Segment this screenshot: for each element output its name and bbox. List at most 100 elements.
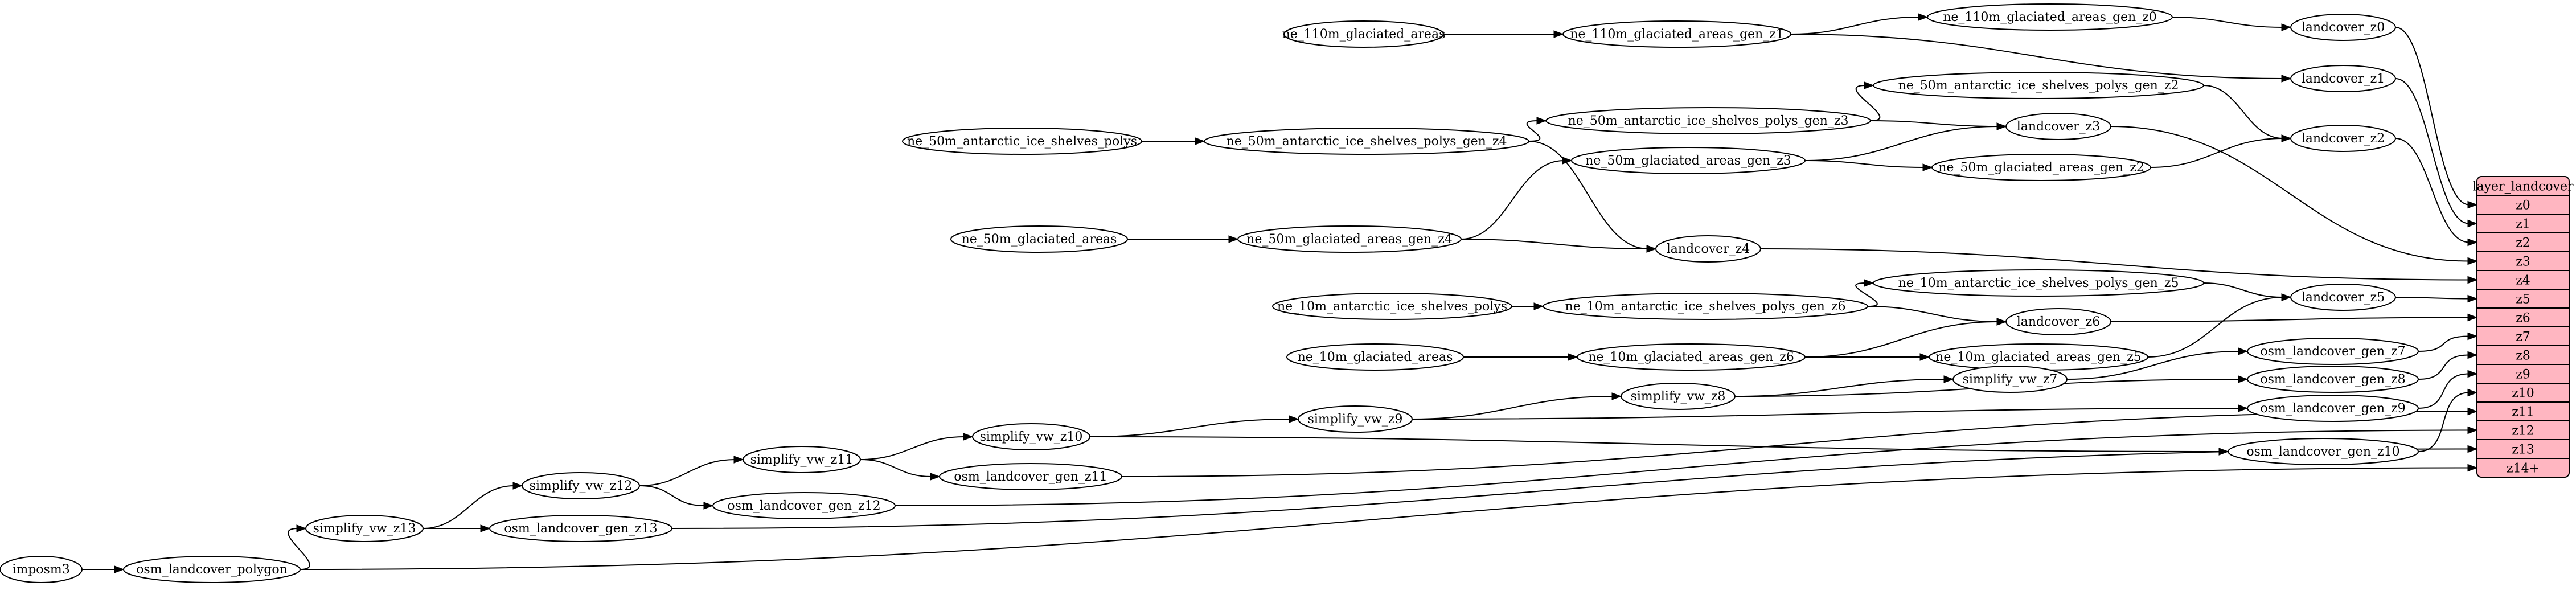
node-label: landcover_z6 bbox=[2017, 315, 2101, 329]
arrowhead-icon bbox=[2467, 238, 2478, 247]
edge-osm_z12-to-z12 bbox=[895, 426, 2478, 506]
edge-line bbox=[860, 436, 965, 460]
edge-line bbox=[1870, 120, 1999, 127]
node-lc_z6: landcover_z6 bbox=[2005, 308, 2111, 335]
edge-line bbox=[1804, 126, 1999, 161]
node-ellipse bbox=[2290, 14, 2396, 41]
record-field-z12: z12 bbox=[2512, 424, 2534, 438]
node-label: ne_10m_glaciated_areas_gen_z6 bbox=[1588, 350, 1794, 364]
node-osm_z8: osm_landcover_gen_z8 bbox=[2247, 366, 2419, 393]
arrowhead-icon bbox=[2467, 351, 2478, 359]
node-svw_z10: simplify_vw_z10 bbox=[972, 423, 1090, 450]
edge-ne50_glac-to-ne50_glac_z4 bbox=[1127, 235, 1239, 243]
node-osm_z7: osm_landcover_gen_z7 bbox=[2247, 338, 2419, 365]
node-ellipse bbox=[2247, 338, 2419, 365]
node-label: ne_50m_glaciated_areas bbox=[962, 232, 1117, 247]
edge-ne50_glac_z4-to-ne50_glac_z3 bbox=[1461, 157, 1573, 240]
arrowhead-icon bbox=[1568, 353, 1578, 361]
node-ne50_ant_z2: ne_50m_antarctic_ice_shelves_polys_gen_z… bbox=[1873, 72, 2204, 99]
node-label: landcover_z3 bbox=[2017, 120, 2101, 134]
edge-line bbox=[300, 467, 2470, 570]
node-lc_z1: landcover_z1 bbox=[2290, 65, 2396, 92]
edge-line bbox=[860, 459, 932, 477]
edge-ne10_glac_z6-to-lc_z6 bbox=[1804, 318, 2007, 358]
node-ne10_ant_z6: ne_10m_antarctic_ice_shelves_polys_gen_z… bbox=[1543, 293, 1868, 320]
edge-lc_z6-to-z6 bbox=[2110, 313, 2478, 322]
arrowhead-icon bbox=[1943, 375, 1954, 383]
node-osm_z12: osm_landcover_gen_z12 bbox=[712, 492, 896, 519]
edge-ne110_glac-to-ne110_glac_z1 bbox=[1443, 30, 1564, 38]
node-label: ne_10m_glaciated_areas_gen_z5 bbox=[1935, 350, 2142, 364]
arrowhead-icon bbox=[2238, 375, 2249, 383]
node-label: imposm3 bbox=[12, 563, 69, 577]
arrowhead-icon bbox=[512, 482, 523, 490]
edge-lc_z4-to-z4 bbox=[1760, 248, 2478, 284]
node-label: osm_landcover_polygon bbox=[136, 563, 288, 577]
node-label: ne_10m_antarctic_ice_shelves_polys_gen_z… bbox=[1898, 276, 2179, 290]
arrowhead-icon bbox=[2281, 75, 2292, 83]
edge-ne50_ant_z2-to-lc_z2 bbox=[2203, 85, 2292, 142]
edge-line bbox=[2395, 138, 2470, 243]
node-ellipse bbox=[2290, 65, 2396, 92]
node-label: landcover_z4 bbox=[1667, 242, 1750, 256]
node-ellipse bbox=[2005, 308, 2111, 335]
edge-line bbox=[671, 448, 2470, 529]
arrowhead-icon bbox=[2238, 404, 2249, 412]
node-ellipse bbox=[2228, 438, 2419, 465]
arrowhead-icon bbox=[2467, 219, 2478, 228]
node-label: osm_landcover_gen_z7 bbox=[2260, 345, 2405, 359]
edge-line bbox=[1089, 419, 1291, 437]
edge-ne50_ant_z3-to-ne50_ant_z2 bbox=[1855, 81, 1881, 121]
record-field-z11: z11 bbox=[2512, 405, 2534, 420]
node-ne50_glac: ne_50m_glaciated_areas bbox=[950, 225, 1128, 253]
node-ellipse bbox=[939, 463, 1122, 490]
node-svw_z7: simplify_vw_z7 bbox=[1952, 366, 2068, 393]
edge-line bbox=[288, 528, 310, 570]
edge-osm_z10-to-z10 bbox=[2418, 388, 2478, 452]
node-label: simplify_vw_z11 bbox=[750, 453, 854, 467]
edge-lc_z5-to-z5 bbox=[2395, 294, 2478, 303]
edge-line bbox=[1855, 282, 1878, 307]
node-ellipse bbox=[972, 423, 1090, 450]
arrowhead-icon bbox=[1228, 235, 1239, 243]
node-ellipse bbox=[2290, 284, 2396, 311]
node-ellipse bbox=[2005, 113, 2111, 140]
node-ellipse bbox=[123, 556, 301, 583]
arrowhead-icon bbox=[1553, 30, 1564, 38]
edge-line bbox=[1790, 34, 2283, 79]
edge-line bbox=[423, 485, 515, 529]
node-label: osm_landcover_gen_z8 bbox=[2260, 372, 2405, 387]
node-ne10_glac: ne_10m_glaciated_areas bbox=[1286, 343, 1464, 371]
edge-ne110_glac_z1-to-lc_z1 bbox=[1790, 34, 2292, 83]
node-ellipse bbox=[2247, 366, 2419, 393]
node-label: ne_10m_glaciated_areas bbox=[1298, 350, 1453, 364]
arrowhead-icon bbox=[2467, 445, 2478, 453]
record-title: layer_landcover bbox=[2472, 180, 2574, 194]
edge-osm_poly-to-svw_z13 bbox=[288, 524, 310, 570]
node-lc_z4: landcover_z4 bbox=[1655, 235, 1761, 263]
node-svw_z9: simplify_vw_z9 bbox=[1298, 405, 1413, 433]
edge-line bbox=[2418, 373, 2470, 409]
node-label: ne_50m_glaciated_areas_gen_z2 bbox=[1938, 161, 2144, 175]
arrowhead-icon bbox=[2467, 276, 2478, 284]
arrowhead-icon bbox=[1996, 122, 2007, 130]
edge-line bbox=[2203, 85, 2283, 139]
edge-line bbox=[1804, 160, 1925, 168]
edge-ne110_glac_z0-to-lc_z0 bbox=[2172, 17, 2292, 31]
edge-osm_poly-to-z14+ bbox=[300, 464, 2478, 570]
node-ellipse bbox=[2290, 125, 2396, 152]
edge-line bbox=[1790, 17, 1920, 35]
edge-line bbox=[2418, 354, 2470, 380]
node-ne10_glac_z6: ne_10m_glaciated_areas_gen_z6 bbox=[1577, 343, 1806, 371]
edge-line bbox=[1528, 141, 1648, 249]
node-ellipse bbox=[0, 556, 83, 583]
arrowhead-icon bbox=[1646, 245, 1657, 253]
edge-ne10_glac-to-ne10_glac_z6 bbox=[1463, 353, 1578, 361]
node-ne10_ant_z5: ne_10m_antarctic_ice_shelves_polys_gen_z… bbox=[1873, 269, 2204, 297]
node-osm_z11: osm_landcover_gen_z11 bbox=[939, 463, 1122, 490]
record-field-z8: z8 bbox=[2516, 349, 2530, 363]
record-field-z1: z1 bbox=[2516, 218, 2530, 232]
record-field-z14+: z14+ bbox=[2507, 462, 2540, 476]
edge-line bbox=[2110, 126, 2470, 262]
